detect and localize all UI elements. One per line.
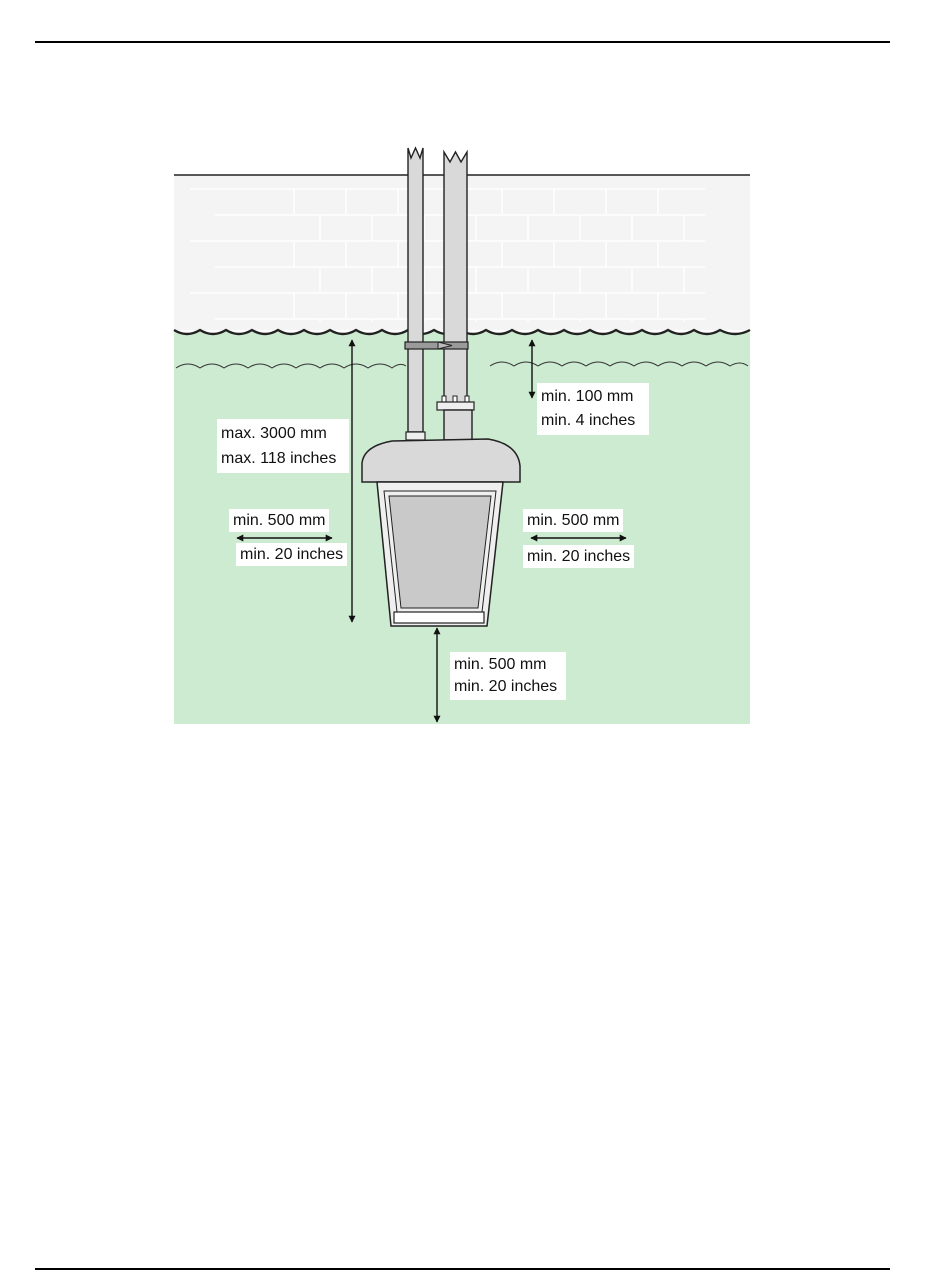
left-clearance-in-label: min. 20 inches [236, 543, 347, 566]
top-clearance-mm: min. 100 mm [541, 385, 645, 409]
left-clearance-mm-label: min. 500 mm [229, 509, 329, 532]
right-clearance-in-label: min. 20 inches [523, 545, 634, 568]
top-clearance-in: min. 4 inches [541, 409, 645, 433]
max-depth-label: max. 3000 mm max. 118 inches [217, 419, 349, 473]
max-depth-in: max. 118 inches [221, 446, 345, 471]
bottom-clearance-mm: min. 500 mm [454, 654, 562, 676]
bottom-clearance-label: min. 500 mm min. 20 inches [450, 652, 566, 700]
bottom-clearance-in: min. 20 inches [454, 676, 562, 698]
cable-conduit [406, 148, 425, 440]
pipe-clamp [405, 342, 468, 349]
top-clearance-label: min. 100 mm min. 4 inches [537, 383, 649, 435]
max-depth-mm: max. 3000 mm [221, 421, 345, 446]
right-clearance-mm-label: min. 500 mm [523, 509, 623, 532]
